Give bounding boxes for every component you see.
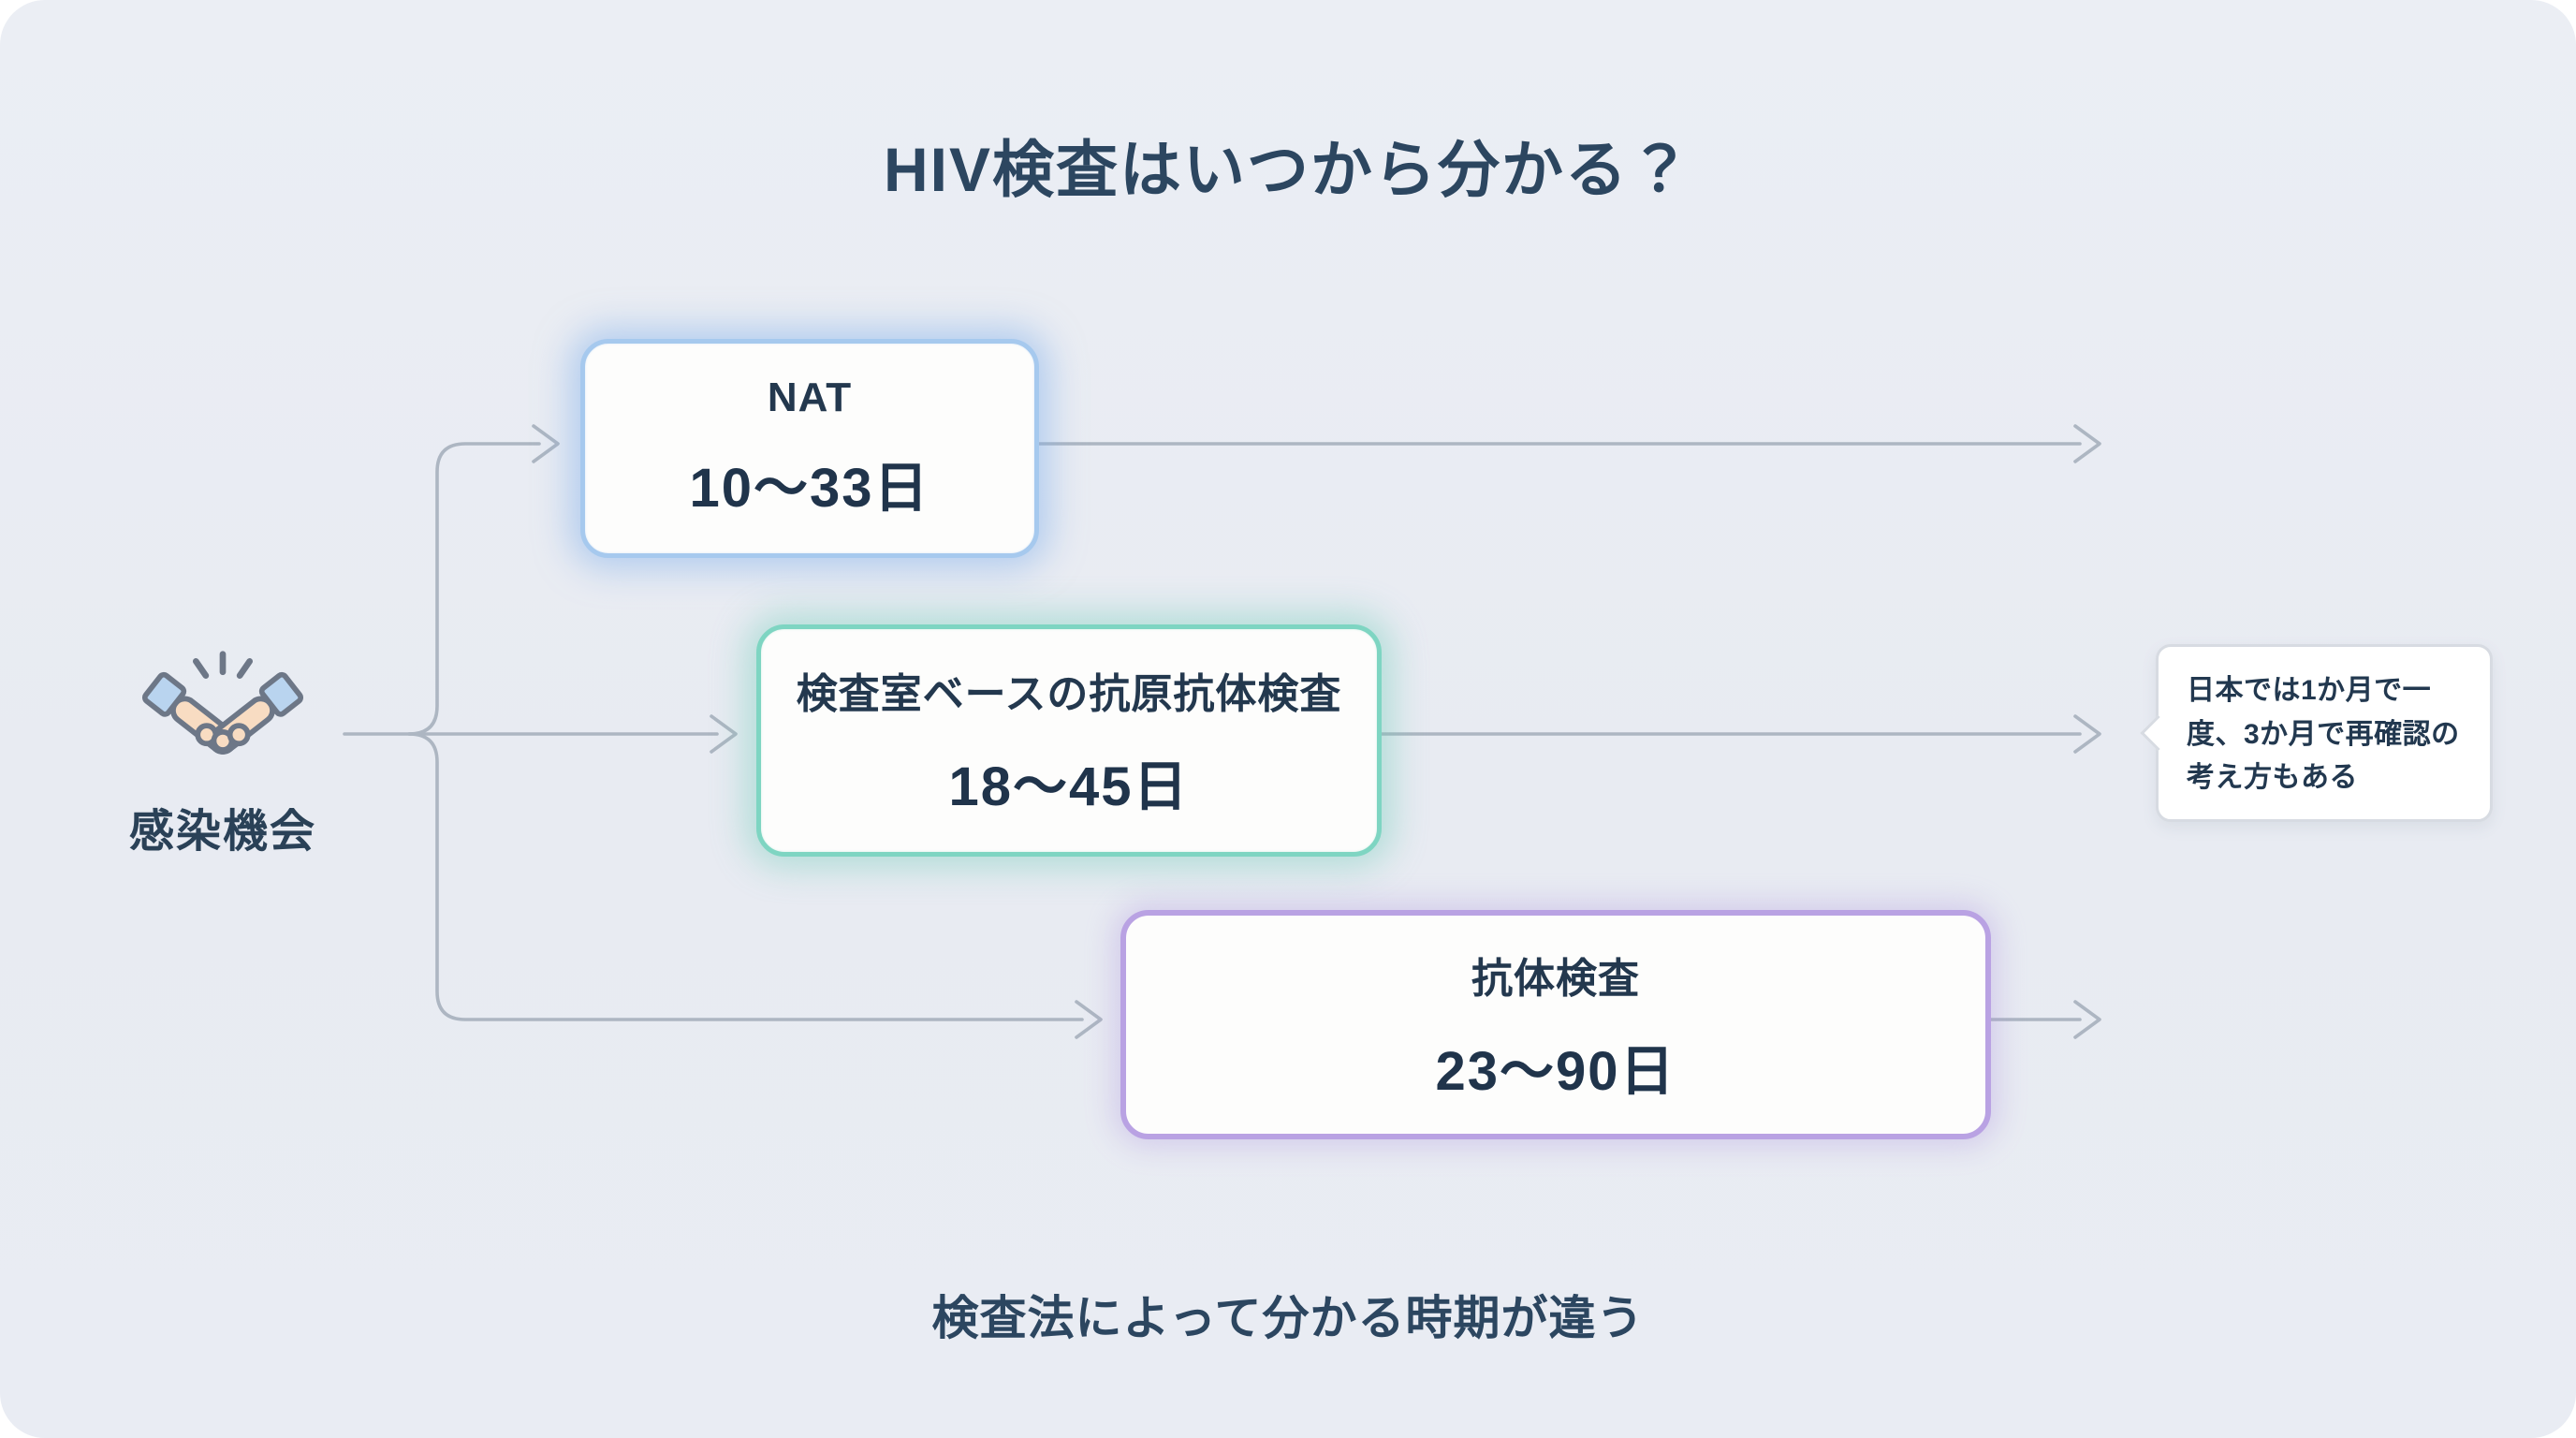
- note-text: 日本では1か月で一度、3か月で再確認の考え方もある: [2187, 675, 2460, 793]
- arrowhead-middle-left: [710, 714, 738, 754]
- node-nat-label: NAT: [767, 374, 853, 420]
- node-antibody: 抗体検査 23〜90日: [1120, 910, 1991, 1139]
- handshake-icon: [142, 651, 303, 755]
- node-antibody-window: 23〜90日: [1435, 1040, 1676, 1102]
- note-bubble: 日本では1か月で一度、3か月で再確認の考え方もある: [2156, 644, 2493, 822]
- connector-bottom-left: [407, 732, 1084, 1021]
- arrowhead-bottom-right: [2073, 1000, 2101, 1039]
- arrowhead-top-right: [2073, 424, 2101, 463]
- node-nat-window: 10〜33日: [689, 458, 930, 519]
- node-lab-window: 18〜45日: [948, 756, 1190, 817]
- source-label: 感染機会: [128, 807, 316, 857]
- node-nat: NAT 10〜33日: [580, 339, 1039, 558]
- node-lab-antigen-antibody: 検査室ベースの抗原抗体検査 18〜45日: [756, 624, 1382, 857]
- node-antibody-label: 抗体検査: [1471, 955, 1640, 1002]
- arrowhead-bottom-left: [1075, 1000, 1103, 1039]
- footer-caption: 検査法によって分かる時期が違う: [931, 1292, 1645, 1344]
- node-lab-label: 検査室ベースの抗原抗体検査: [796, 671, 1342, 717]
- connector-top-left: [407, 442, 541, 736]
- arrowhead-middle-right: [2073, 714, 2101, 754]
- page-title: HIV検査はいつから分かる？: [883, 135, 1693, 204]
- arrowhead-top-left: [532, 424, 560, 463]
- source-group: 感染機会: [110, 638, 335, 859]
